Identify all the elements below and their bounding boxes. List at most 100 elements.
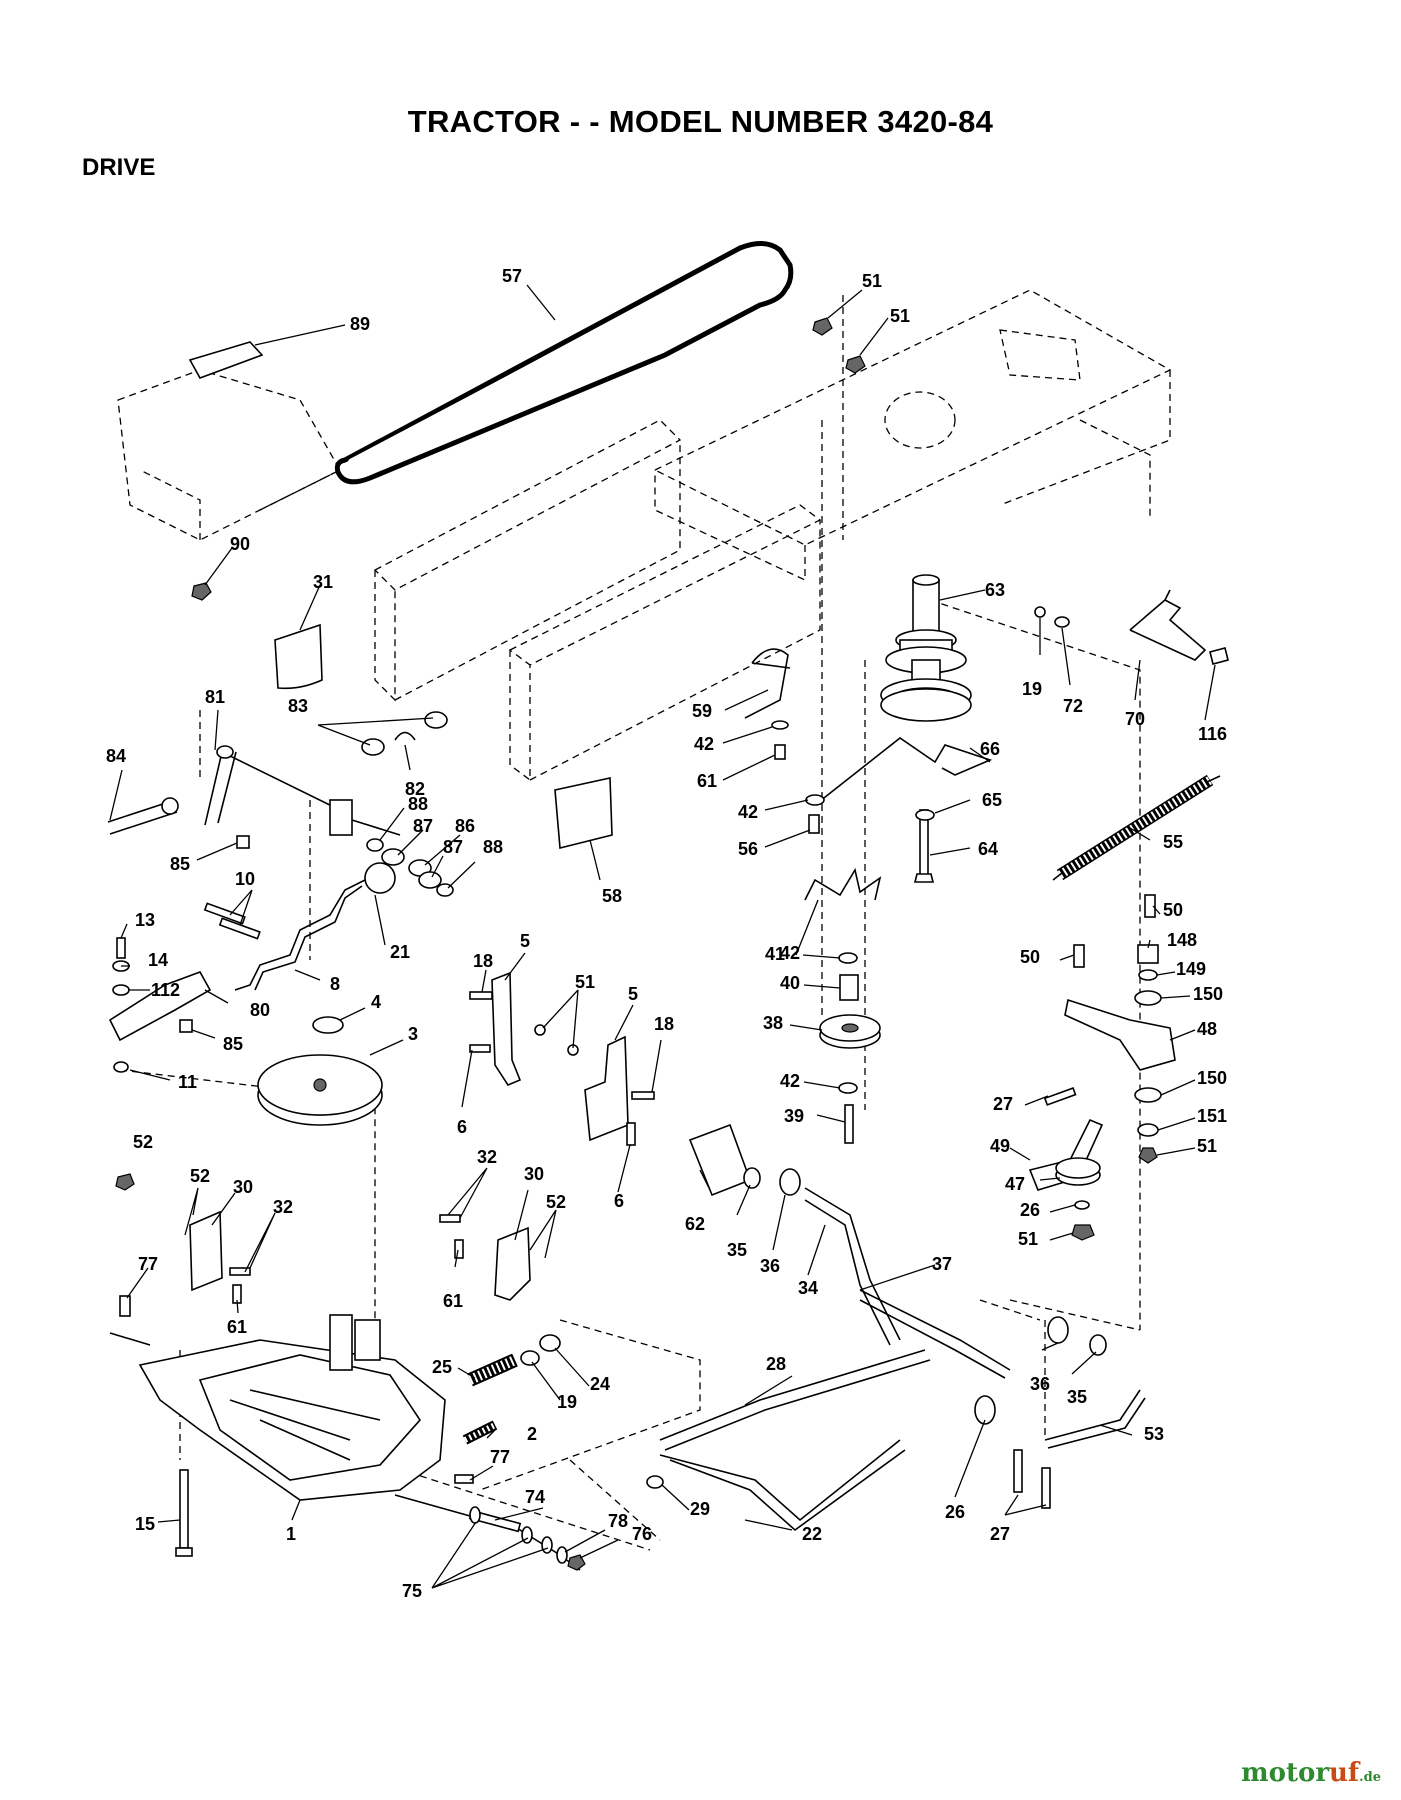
washer-75-c bbox=[541, 1536, 553, 1554]
lever-plate-80 bbox=[108, 971, 212, 1042]
callout-62: 62 bbox=[685, 1214, 705, 1234]
callout-18: 18 bbox=[473, 951, 493, 971]
callout-74: 74 bbox=[525, 1487, 545, 1507]
callout-150: 150 bbox=[1197, 1068, 1227, 1088]
belt-guide-66 bbox=[814, 737, 993, 806]
callout-47: 47 bbox=[1005, 1174, 1025, 1194]
callout-148: 148 bbox=[1167, 930, 1197, 950]
callout-51: 51 bbox=[1197, 1136, 1217, 1156]
bracket-5-left bbox=[491, 971, 522, 1086]
bolt-116 bbox=[1209, 647, 1229, 665]
bolt-56 bbox=[808, 814, 820, 834]
callout-64: 64 bbox=[978, 839, 998, 859]
rod-53 bbox=[1044, 1389, 1146, 1449]
callout-30: 30 bbox=[524, 1164, 544, 1184]
callout-88: 88 bbox=[483, 837, 503, 857]
spring-25 bbox=[467, 1353, 518, 1387]
callout-50: 50 bbox=[1163, 900, 1183, 920]
callout-36: 36 bbox=[1030, 1374, 1050, 1394]
nut-76 bbox=[567, 1554, 586, 1571]
callout-78: 78 bbox=[608, 1511, 628, 1531]
callout-41: 41 bbox=[765, 944, 785, 964]
callout-35: 35 bbox=[1067, 1387, 1087, 1407]
callout-30: 30 bbox=[233, 1177, 253, 1197]
callout-65: 65 bbox=[982, 790, 1002, 810]
idler-pulley-47 bbox=[1055, 1157, 1101, 1186]
callout-5: 5 bbox=[520, 931, 530, 951]
washer-24 bbox=[539, 1334, 561, 1352]
spacer-40 bbox=[839, 974, 859, 1001]
nut-52 bbox=[115, 1173, 135, 1191]
bolt-13 bbox=[116, 937, 126, 959]
transmission-pulley-3 bbox=[257, 1054, 383, 1126]
bolt-6-b bbox=[626, 1122, 636, 1146]
bolt-18-a bbox=[469, 991, 493, 1000]
pedal-rod-34 bbox=[804, 1187, 901, 1346]
spring-55 bbox=[1052, 774, 1221, 881]
callout-3: 3 bbox=[408, 1024, 418, 1044]
callout-40: 40 bbox=[780, 973, 800, 993]
bushing-148 bbox=[1137, 944, 1159, 964]
drive-belt bbox=[334, 241, 794, 485]
bolt-61 bbox=[774, 744, 786, 760]
callout-37: 37 bbox=[932, 1254, 952, 1274]
washer-75-a bbox=[469, 1506, 481, 1524]
knob-21 bbox=[364, 862, 396, 894]
nut-51-a bbox=[534, 1024, 546, 1036]
callout-22: 22 bbox=[802, 1524, 822, 1544]
washer-150-b bbox=[1134, 1087, 1162, 1103]
rod-28 bbox=[659, 1349, 931, 1451]
callout-76: 76 bbox=[632, 1524, 652, 1544]
bracket-30-left bbox=[189, 1210, 223, 1292]
callout-26: 26 bbox=[945, 1502, 965, 1522]
bracket-31 bbox=[274, 623, 323, 690]
shaft-assembly-81 bbox=[204, 745, 401, 836]
idler-pulley-38 bbox=[819, 1014, 881, 1049]
callout-27: 27 bbox=[990, 1524, 1010, 1544]
callout-72: 72 bbox=[1063, 696, 1083, 716]
callout-77: 77 bbox=[490, 1447, 510, 1467]
washer-19 bbox=[1034, 606, 1046, 618]
callout-151: 151 bbox=[1197, 1106, 1227, 1126]
bolt-27-c bbox=[1041, 1467, 1051, 1509]
washer-11 bbox=[113, 1061, 129, 1073]
bolt-10-a bbox=[203, 902, 246, 925]
bolt-61-b bbox=[454, 1239, 464, 1259]
callout-38: 38 bbox=[763, 1013, 783, 1033]
callout-8: 8 bbox=[330, 974, 340, 994]
callout-61: 61 bbox=[697, 771, 717, 791]
callout-50: 50 bbox=[1020, 947, 1040, 967]
callout-55: 55 bbox=[1163, 832, 1183, 852]
transaxle-1 bbox=[109, 1314, 581, 1571]
bolt-50-a bbox=[1073, 944, 1085, 968]
rod-22 bbox=[659, 1439, 906, 1532]
callout-5: 5 bbox=[628, 984, 638, 1004]
washer-42-d bbox=[838, 1082, 858, 1094]
callout-82: 82 bbox=[405, 779, 425, 799]
callout-25: 25 bbox=[432, 1357, 452, 1377]
pedal-grip-62 bbox=[688, 1123, 752, 1197]
callout-90: 90 bbox=[230, 534, 250, 554]
washer-150-a bbox=[1134, 990, 1162, 1006]
nut-51-top bbox=[812, 317, 833, 336]
callout-14: 14 bbox=[148, 950, 168, 970]
callout-57: 57 bbox=[502, 266, 522, 286]
bolt-6-a bbox=[469, 1044, 491, 1053]
cross-shaft-37 bbox=[859, 1289, 1011, 1379]
bolt-15 bbox=[175, 1469, 193, 1557]
callout-42: 42 bbox=[780, 943, 800, 963]
callout-77: 77 bbox=[138, 1254, 158, 1274]
spring-2 bbox=[462, 1420, 498, 1445]
callout-10: 10 bbox=[235, 869, 255, 889]
callout-87: 87 bbox=[413, 816, 433, 836]
callout-86: 86 bbox=[455, 816, 475, 836]
callout-42: 42 bbox=[694, 734, 714, 754]
watermark-accent: uf bbox=[1329, 1758, 1360, 1788]
washer-19-b bbox=[520, 1350, 540, 1366]
callout-49: 49 bbox=[990, 1136, 1010, 1156]
washer-83-b bbox=[424, 711, 448, 729]
callout-2: 2 bbox=[527, 1424, 537, 1444]
callout-70: 70 bbox=[1125, 709, 1145, 729]
washer-42-a bbox=[771, 720, 789, 730]
